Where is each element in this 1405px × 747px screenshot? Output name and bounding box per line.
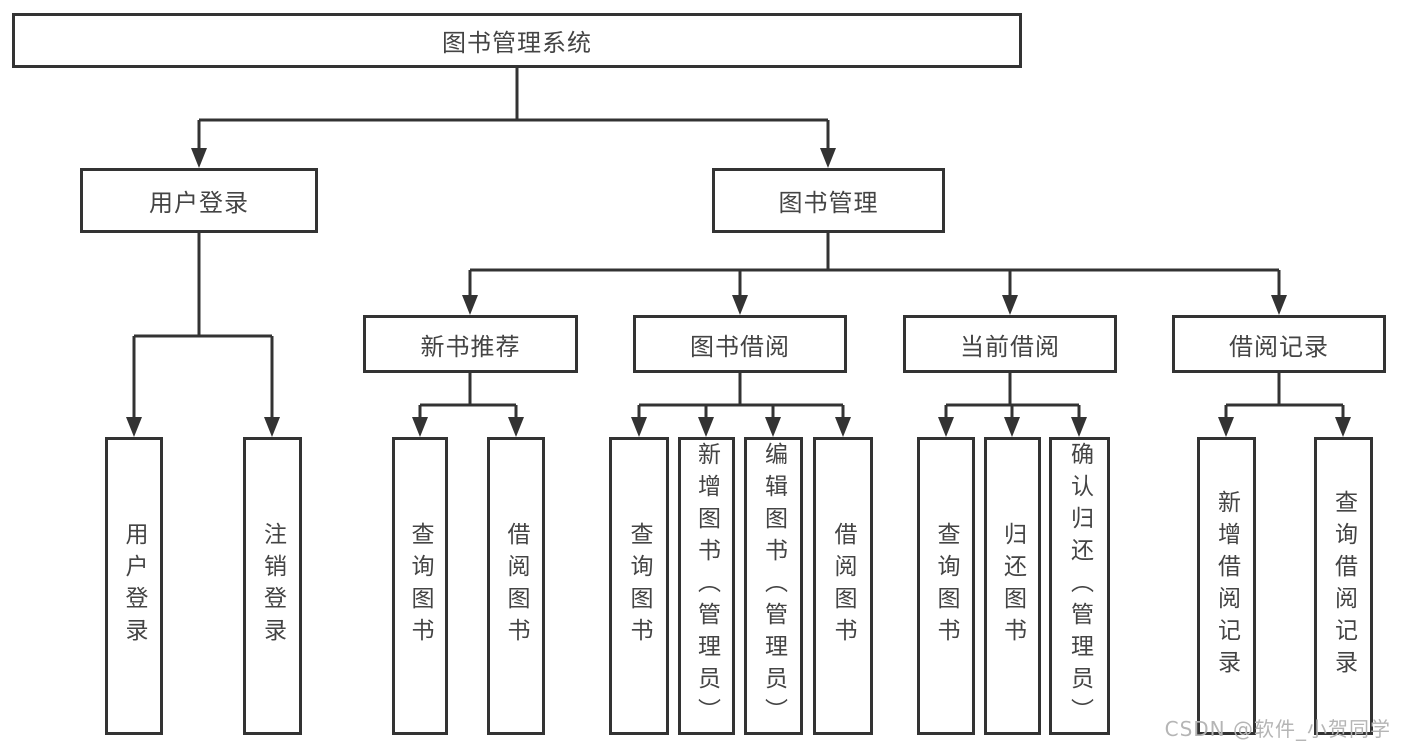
node-user-login: 用户登录 [80, 168, 318, 233]
leaf-query-books-3-label: 查询图书 [933, 522, 959, 650]
leaf-query-books-3: 查询图书 [917, 437, 975, 735]
leaf-add-books-admin: 新增图书（管理员） [678, 437, 735, 735]
node-root: 图书管理系统 [12, 13, 1022, 68]
leaf-add-borrow-record: 新增借阅记录 [1197, 437, 1256, 735]
leaf-add-borrow-record-label: 新增借阅记录 [1213, 490, 1240, 682]
leaf-edit-books-admin-label: 编辑图书（管理员） [760, 442, 787, 730]
leaf-confirm-return-admin-label: 确认归还（管理员） [1066, 442, 1093, 730]
leaf-user-login: 用户登录 [105, 437, 163, 735]
node-book-management: 图书管理 [712, 168, 945, 233]
leaf-logout-label: 注销登录 [259, 522, 286, 650]
leaf-query-borrow-record: 查询借阅记录 [1314, 437, 1373, 735]
watermark: CSDN @软件_小贺同学 [1164, 717, 1391, 741]
leaf-add-books-admin-label: 新增图书（管理员） [693, 442, 720, 730]
leaf-borrow-books-1: 借阅图书 [487, 437, 545, 735]
leaf-logout: 注销登录 [243, 437, 302, 735]
leaf-borrow-books-2: 借阅图书 [813, 437, 873, 735]
node-borrow-records: 借阅记录 [1172, 315, 1386, 373]
leaf-return-books-label: 归还图书 [999, 522, 1026, 650]
node-current-borrow: 当前借阅 [903, 315, 1117, 373]
leaf-query-borrow-record-label: 查询借阅记录 [1330, 490, 1357, 682]
leaf-return-books: 归还图书 [984, 437, 1041, 735]
leaf-edit-books-admin: 编辑图书（管理员） [744, 437, 803, 735]
leaf-query-books-1: 查询图书 [392, 437, 448, 735]
node-book-borrow: 图书借阅 [633, 315, 847, 373]
leaf-user-login-label: 用户登录 [121, 522, 147, 650]
leaf-query-books-1-label: 查询图书 [407, 522, 433, 650]
leaf-confirm-return-admin: 确认归还（管理员） [1049, 437, 1110, 735]
node-new-book-recommend: 新书推荐 [363, 315, 578, 373]
leaf-query-books-2: 查询图书 [609, 437, 669, 735]
leaf-borrow-books-2-label: 借阅图书 [830, 522, 856, 650]
leaf-borrow-books-1-label: 借阅图书 [503, 522, 529, 650]
leaf-query-books-2-label: 查询图书 [626, 522, 652, 650]
